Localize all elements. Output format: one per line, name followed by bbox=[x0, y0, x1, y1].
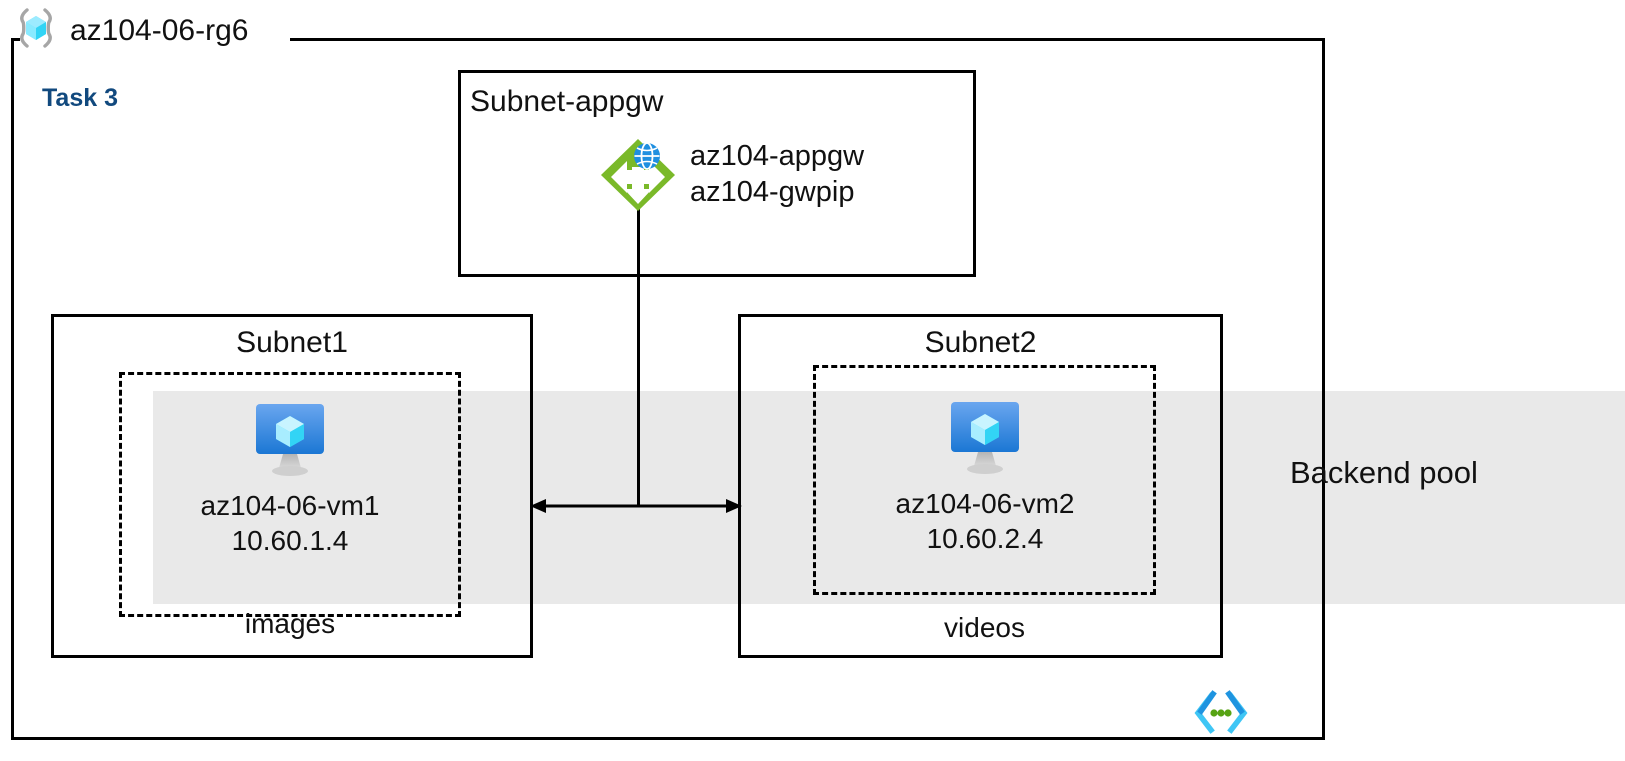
subnet1-subnet2-connector bbox=[530, 495, 742, 517]
resource-group-icon bbox=[14, 6, 58, 55]
subnet1-inner-dashed-box bbox=[119, 372, 461, 617]
virtual-machine-icon bbox=[160, 400, 420, 482]
resource-group-title-gap bbox=[20, 28, 290, 52]
application-gateway-node: az104-appgw az104-gwpip bbox=[598, 136, 864, 219]
subnet2-tier-label: videos bbox=[944, 612, 1025, 643]
appgw-to-backend-connector bbox=[637, 203, 640, 506]
resource-group-box bbox=[11, 38, 1325, 740]
vm1-name: az104-06-vm1 bbox=[200, 490, 380, 521]
task-label: Task 3 bbox=[42, 84, 118, 112]
subnet1-box bbox=[51, 314, 533, 658]
subnet2-inner-dashed-box bbox=[813, 365, 1156, 595]
appgw-resource-name: az104-appgw bbox=[690, 140, 865, 172]
subnet1-tier-label: images bbox=[244, 608, 336, 639]
resource-group-header: az104-06-rg6 bbox=[14, 6, 248, 55]
vm1-node: az104-06-vm1 10.60.1.4 bbox=[160, 400, 420, 558]
virtual-machine-icon bbox=[855, 398, 1115, 480]
vm2-ip: 10.60.2.4 bbox=[926, 523, 1044, 554]
subnet-appgw-box bbox=[458, 70, 976, 277]
vm2-node: az104-06-vm2 10.60.2.4 bbox=[855, 398, 1115, 556]
appgw-public-ip-name: az104-gwpip bbox=[690, 176, 855, 209]
vm2-name: az104-06-vm2 bbox=[895, 488, 1075, 519]
subnet2-label: Subnet2 bbox=[924, 326, 1037, 359]
subnet-appgw-label: Subnet-appgw bbox=[470, 85, 664, 118]
code-brackets-icon bbox=[1193, 690, 1249, 741]
application-gateway-labels: az104-appgw az104-gwpip bbox=[690, 138, 864, 211]
backend-pool-label: Backend pool bbox=[1290, 455, 1478, 490]
subnet2-box bbox=[738, 314, 1223, 658]
application-gateway-icon bbox=[598, 136, 678, 219]
backend-pool-band bbox=[153, 391, 1625, 604]
resource-group-name: az104-06-rg6 bbox=[70, 13, 249, 47]
subnet1-label: Subnet1 bbox=[236, 326, 348, 359]
vm1-ip: 10.60.1.4 bbox=[231, 525, 349, 556]
